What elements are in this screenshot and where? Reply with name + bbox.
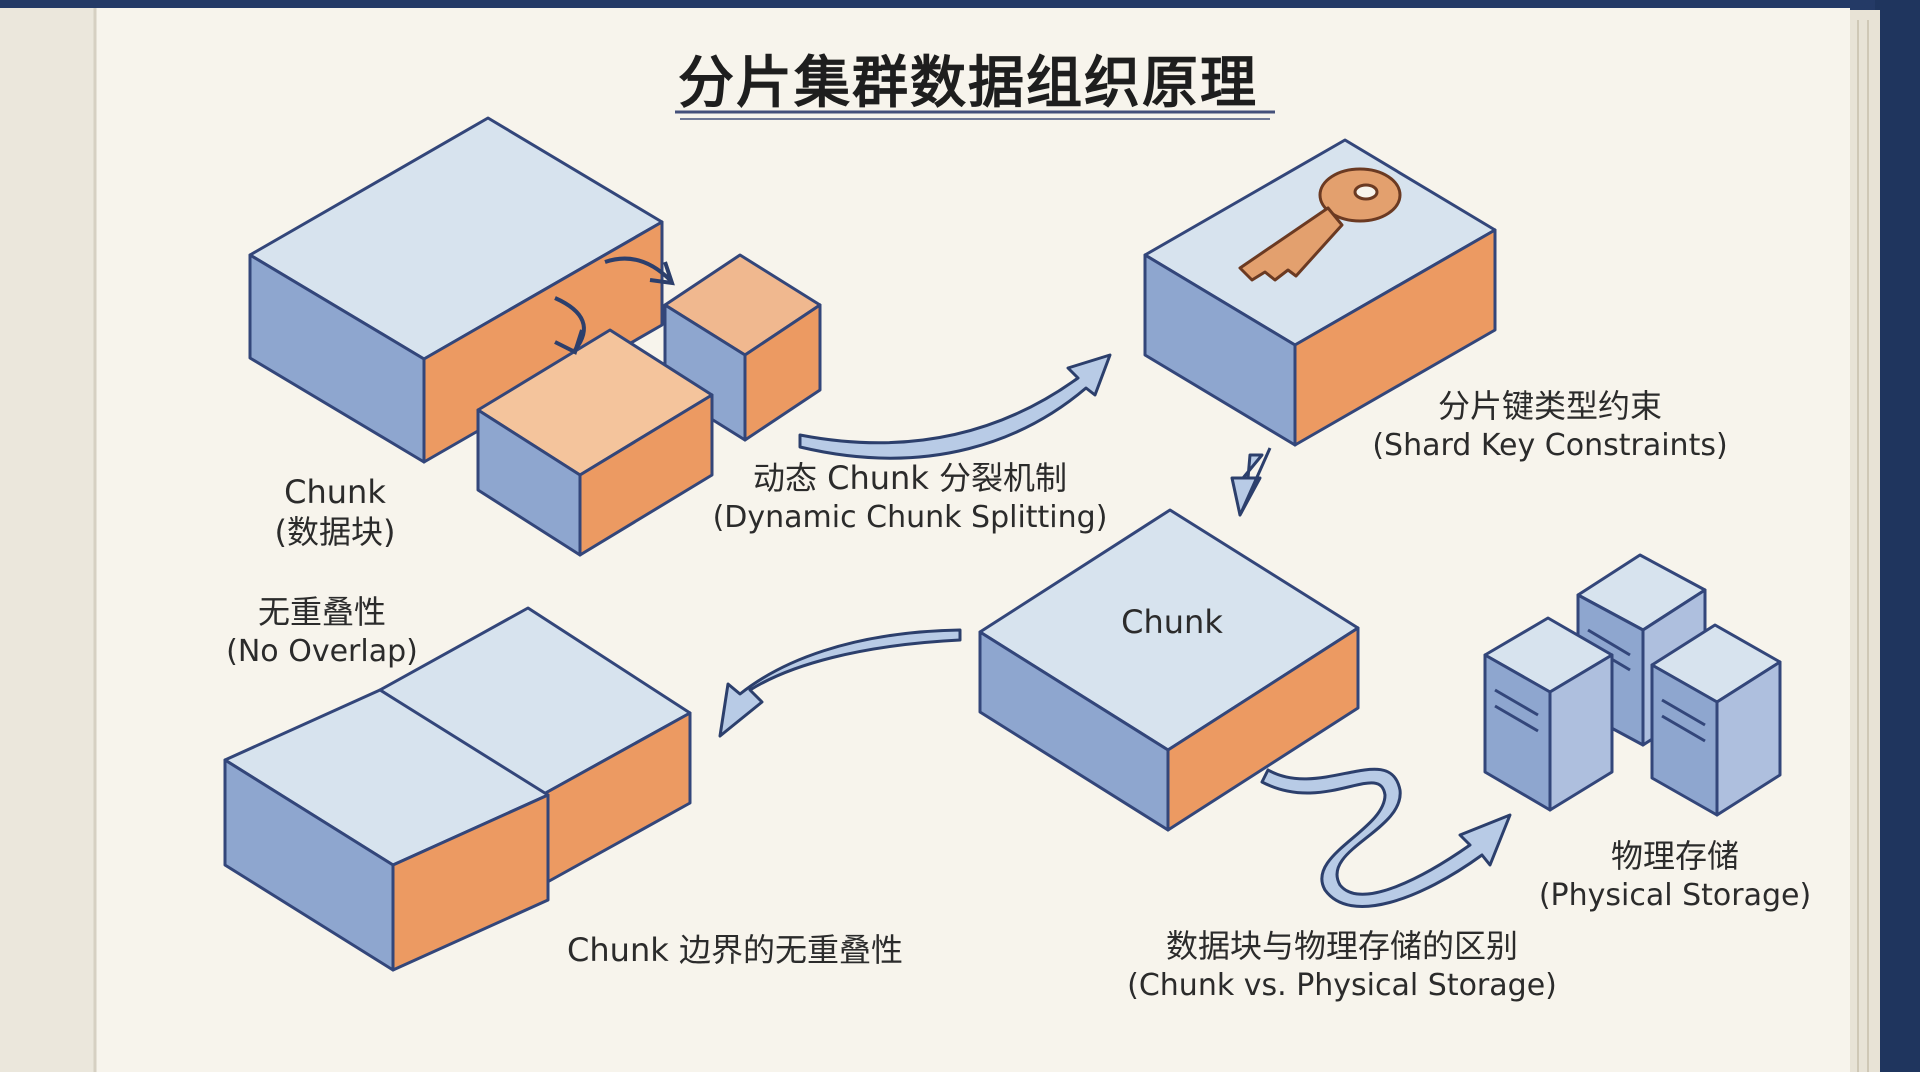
big-chunk-block <box>248 116 664 464</box>
label-no-overlap: 无重叠性 (No Overlap) <box>226 593 418 669</box>
label-chunk-vs: 数据块与物理存储的区别 (Chunk vs. Physical Storage) <box>1127 927 1557 1003</box>
label-physical: 物理存储 (Physical Storage) <box>1538 837 1812 913</box>
center-chunk-block <box>978 508 1360 832</box>
label-splitting: 动态 Chunk 分裂机制 (Dynamic Chunk Splitting) <box>712 459 1108 535</box>
arrow-chunk-to-storage <box>1260 767 1512 908</box>
key-icon <box>1238 167 1402 282</box>
split-arrows <box>554 256 675 355</box>
label-center-chunk: Chunk <box>1121 603 1223 641</box>
arrow-key-to-chunk <box>1230 453 1264 517</box>
left-page-edge <box>0 8 95 1072</box>
split-chunk-block <box>476 328 714 557</box>
arrow-chunk-to-overlap <box>718 628 962 738</box>
arrow-split-to-key <box>798 353 1112 460</box>
small-chunk-block <box>663 253 822 442</box>
page-title: 分片集群数据组织原理 <box>678 51 1258 116</box>
label-chunk: Chunk (数据块) <box>274 473 396 551</box>
label-boundary: Chunk 边界的无重叠性 <box>567 931 903 969</box>
label-shard-key: 分片键类型约束 (Shard Key Constraints) <box>1372 387 1728 463</box>
server-icon <box>1483 553 1782 817</box>
no-overlap-front-block <box>223 688 550 972</box>
book-cover-right <box>1875 0 1920 1072</box>
